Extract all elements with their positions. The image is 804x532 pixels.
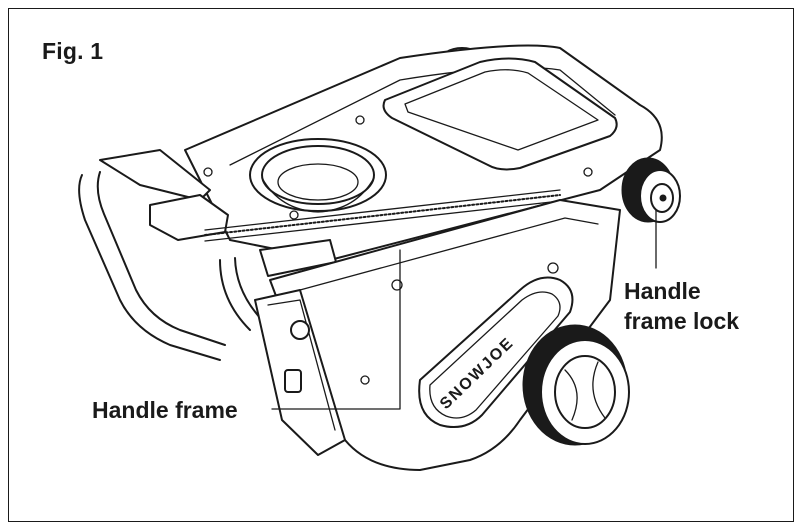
figure-label: Fig. 1 [42,38,104,64]
handle-frame-lock-knob [621,157,681,223]
callout-leader-lines [271,209,657,410]
handle-frame-lock-callout: Handle frame lock [624,276,739,336]
front-right-wheel [522,324,630,446]
auger-housing [254,289,346,456]
handle-frame-lock-callout-line-1: Handle [624,278,701,304]
upper-housing [184,44,663,261]
handle-frame-lock-callout-line-2: frame lock [624,308,740,334]
handle-frame [78,149,561,361]
handle-frame-callout: Handle frame [92,397,238,423]
